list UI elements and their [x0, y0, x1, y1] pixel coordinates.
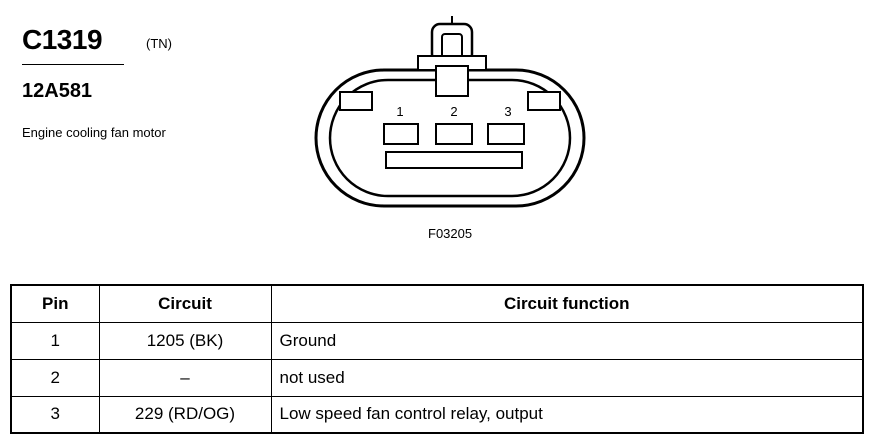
table-row: 2 – not used: [10, 358, 864, 397]
column-header-circuit-function: Circuit function: [270, 284, 864, 323]
connector-color-code: (TN): [146, 36, 172, 51]
pin-cavity-1: [383, 123, 419, 145]
cell-circuit-function: Ground: [270, 321, 864, 360]
key-slot: [385, 151, 523, 169]
title-underline: [22, 64, 124, 65]
part-number: 12A581: [22, 80, 93, 102]
pin-label-2: 2: [450, 104, 457, 119]
table-row: 1 1205 (BK) Ground: [10, 321, 864, 360]
connector-face-diagram: 1 2 3: [314, 16, 586, 208]
column-header-pin: Pin: [10, 284, 100, 323]
cell-pin: 3: [10, 395, 100, 434]
figure-code: F03205: [428, 226, 473, 241]
connector-description: Engine cooling fan motor: [22, 125, 166, 140]
cell-circuit-function: Low speed fan control relay, output: [270, 395, 864, 434]
column-header-circuit: Circuit: [98, 284, 272, 323]
cell-circuit: 1205 (BK): [98, 321, 272, 360]
cell-pin: 2: [10, 358, 100, 397]
pin-label-1: 1: [396, 104, 403, 119]
pin-cavity-2: [435, 123, 473, 145]
connector-id: C1319: [22, 24, 103, 55]
cell-pin: 1: [10, 321, 100, 360]
cell-circuit-function: not used: [270, 358, 864, 397]
table-row: 3 229 (RD/OG) Low speed fan control rela…: [10, 395, 864, 434]
cell-circuit: –: [98, 358, 272, 397]
pin-table: Pin Circuit Circuit function 1 1205 (BK)…: [10, 284, 864, 434]
locking-tab: [417, 16, 487, 97]
table-header-row: Pin Circuit Circuit function: [10, 284, 864, 323]
pin-label-3: 3: [504, 104, 511, 119]
cell-circuit: 229 (RD/OG): [98, 395, 272, 434]
pin-cavity-3: [487, 123, 525, 145]
